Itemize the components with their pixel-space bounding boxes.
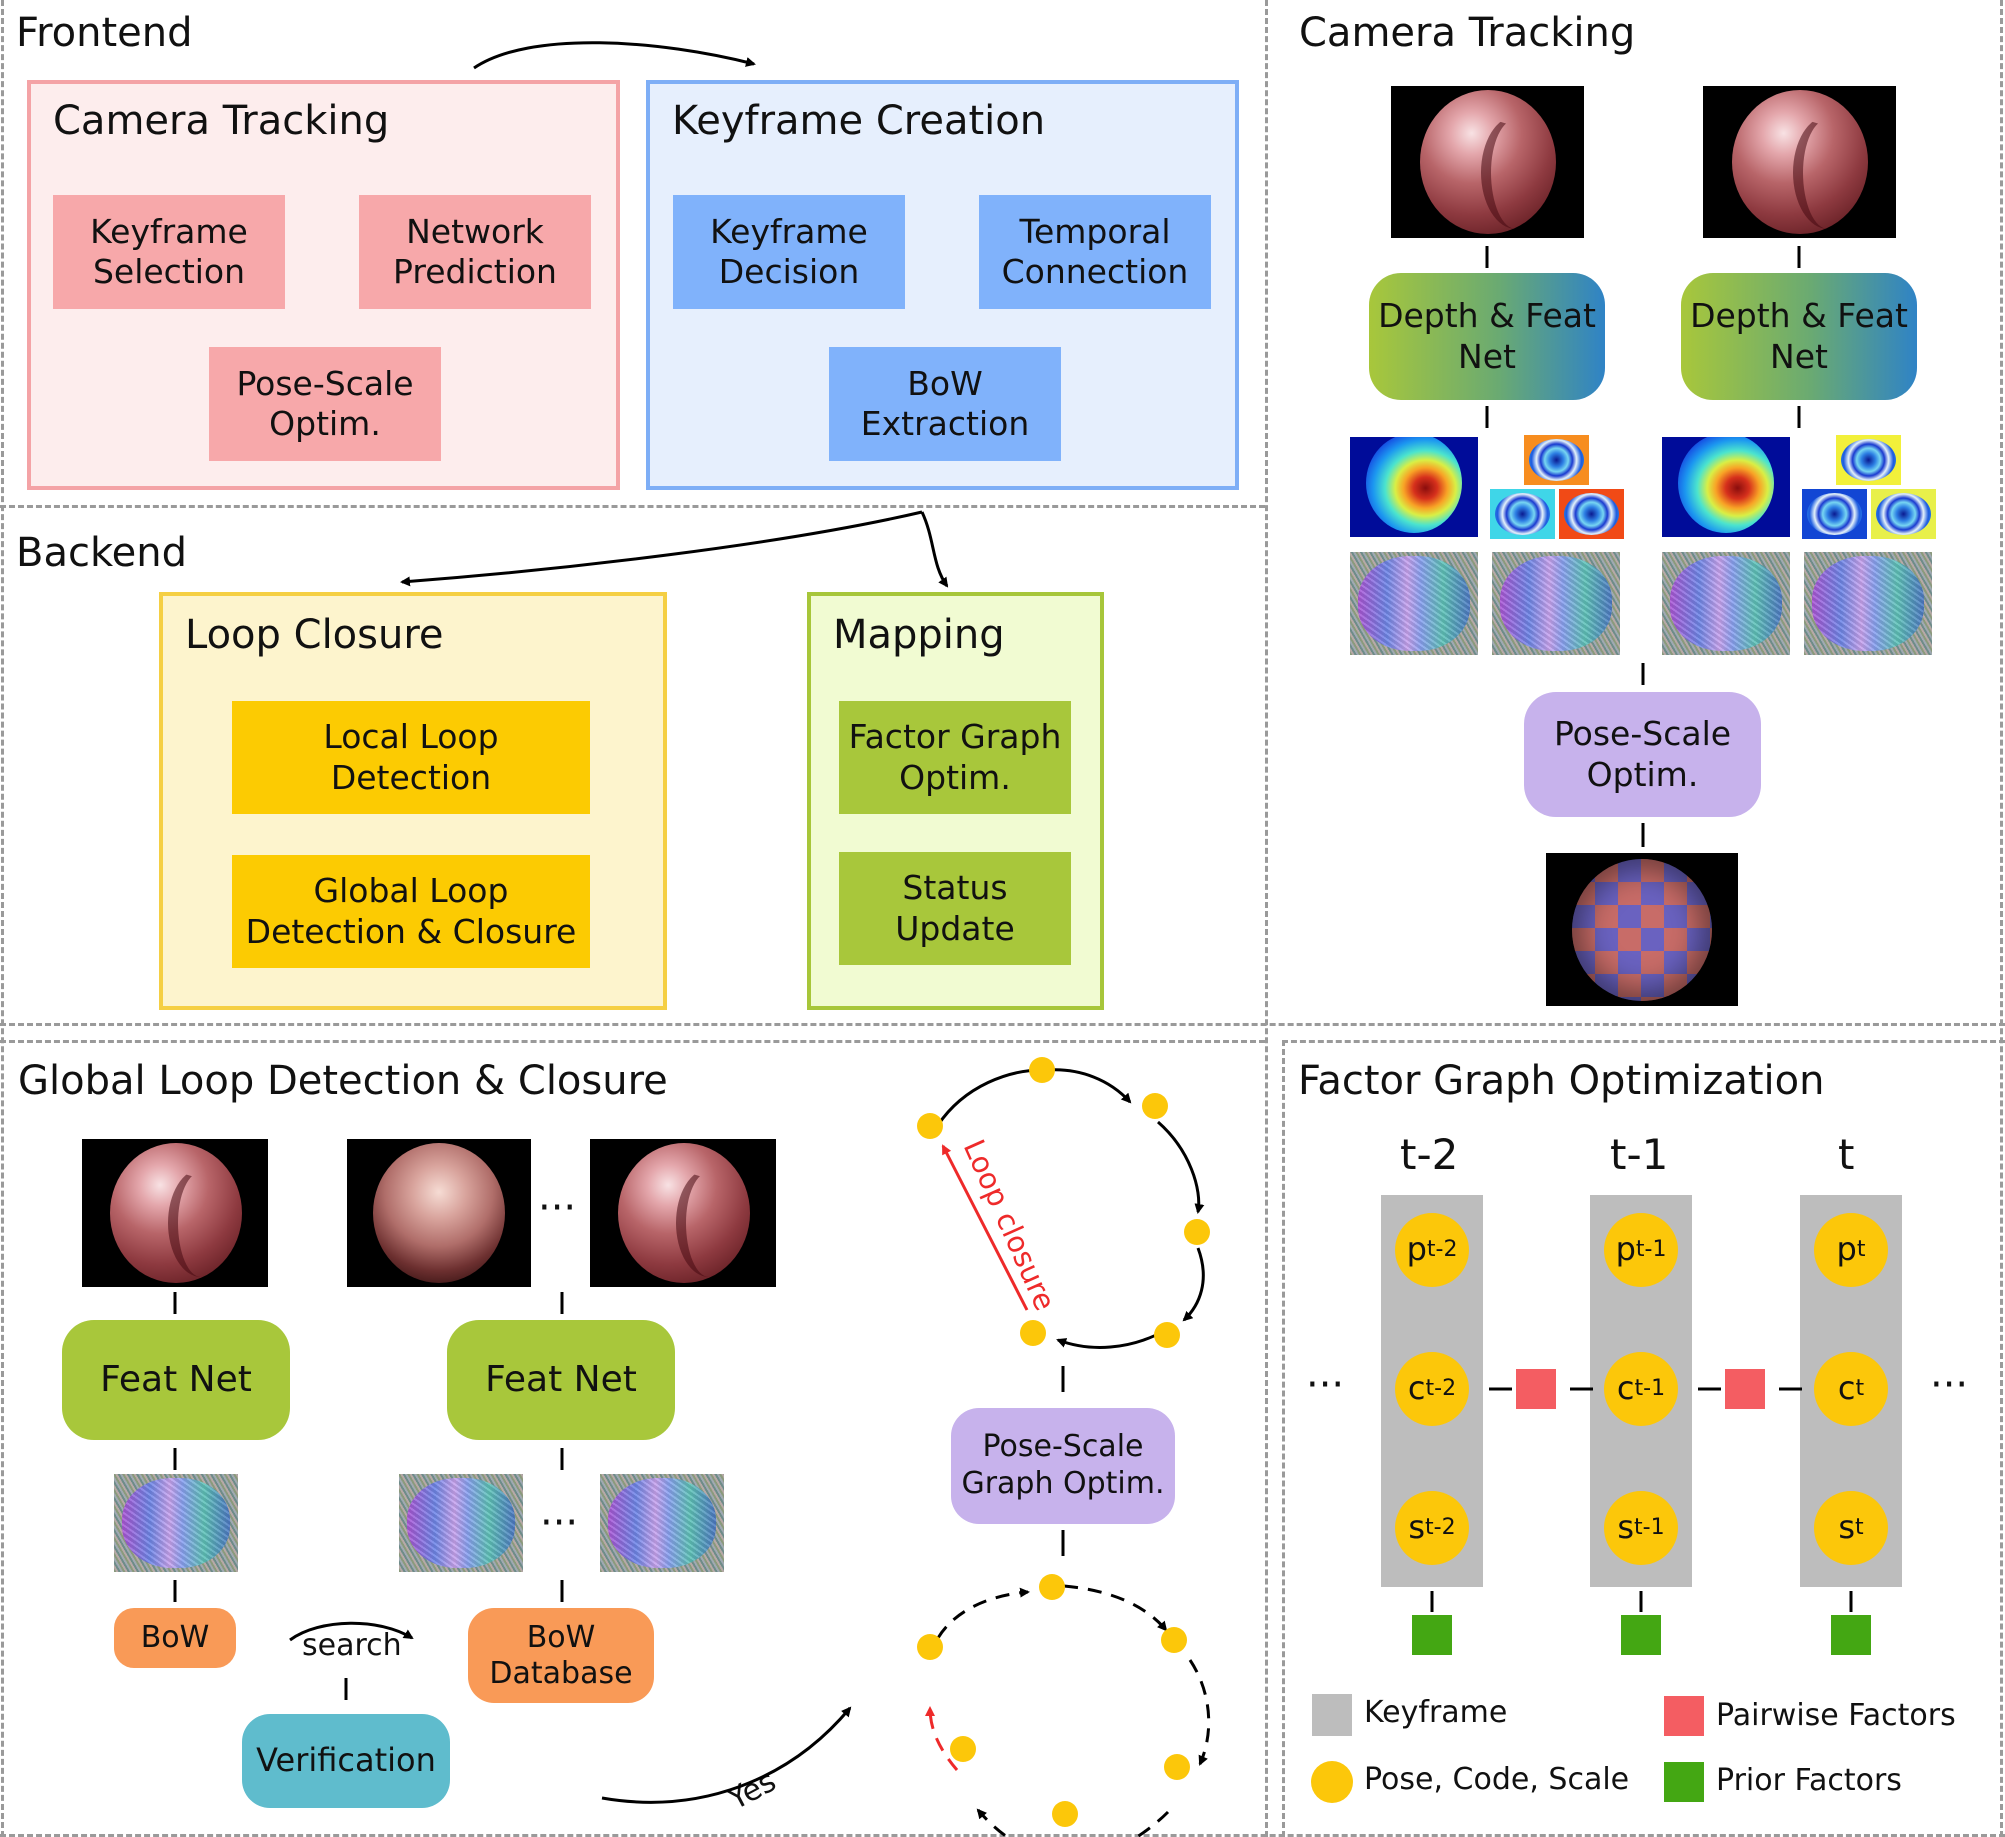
legend-prior-swatch [1664,1762,1704,1802]
divider-vertical [1265,0,1268,1837]
feature-map-small-5 [1802,489,1867,539]
pairwise-factor-2 [1725,1369,1765,1409]
divider-frontend-backend [0,505,1265,508]
feat-net-query: Feat Net [62,1320,290,1440]
checkerboard-result [1546,853,1738,1006]
descriptor-ellipsis: ··· [540,1500,579,1546]
outer-left [1,0,4,1837]
factor-ellipsis-left: ··· [1306,1362,1345,1408]
camera-tracking-connectors [1485,246,1801,847]
search-arrow [289,1621,414,1642]
database-frame-2 [590,1139,776,1287]
query-frame [82,1139,268,1287]
temporal-connection-block: Temporal Connection [979,195,1211,309]
column-label-t-1: t-1 [1610,1130,1669,1179]
global-loop-title: Global Loop Detection & Closure [18,1058,668,1104]
feat-net-database: Feat Net [447,1320,675,1440]
status-update-block: Status Update [839,852,1071,965]
legend-prior-label: Prior Factors [1716,1763,1902,1798]
global-loop-connectors [173,1057,1211,1837]
database-descriptor-map-2 [600,1474,724,1572]
legend-pairwise-swatch [1664,1696,1704,1736]
legend-keyframe-label: Keyframe [1364,1695,1508,1730]
endoscope-frame-right [1703,86,1896,238]
frontend-title: Frontend [16,10,193,56]
bow-database-block: BoW Database [468,1608,654,1703]
keyframe-decision-block: Keyframe Decision [673,195,905,309]
camera-tracking-title: Camera Tracking [53,98,390,144]
legend-node-swatch [1311,1761,1353,1803]
prior-factor-t-2 [1412,1615,1452,1655]
keyframe-creation-title: Keyframe Creation [672,98,1046,144]
keyframe-selection-block: Keyframe Selection [53,195,285,309]
pairwise-factor-1 [1516,1369,1556,1409]
prior-factor-t [1831,1615,1871,1655]
column-label-t-2: t-2 [1400,1130,1459,1179]
divider-top-bottom [0,1023,2005,1026]
legend-pairwise-label: Pairwise Factors [1716,1698,1956,1733]
database-descriptor-map-1 [399,1474,523,1572]
factor-graph-connectors [1430,1387,1853,1612]
factor-graph-title: Factor Graph Optimization [1298,1058,1825,1104]
depth-map-left [1350,437,1478,537]
global-loop-detection-block: Global Loop Detection & Closure [232,855,590,968]
factor-graph-optim-block: Factor Graph Optim. [839,701,1071,814]
verification-block: Verification [242,1714,450,1808]
feature-map-small-1 [1524,435,1589,485]
depth-feat-net-left: Depth & Feat Net [1369,273,1605,400]
bow-block: BoW [114,1608,236,1668]
feature-map-small-4 [1836,435,1901,485]
pose-scale-graph-optim: Pose-Scale Graph Optim. [951,1408,1175,1524]
bow-extraction-block: BoW Extraction [829,347,1061,461]
frames-ellipsis: ··· [538,1185,577,1231]
feature-map-small-3 [1559,489,1624,539]
yes-arrow [601,1706,852,1804]
search-label: search [302,1628,402,1663]
pose-scale-optim-block: Pose-Scale Optim. [209,347,441,461]
divider-bottom-right-top [1282,1040,2005,1043]
outer-right [2000,0,2003,1837]
legend-keyframe-swatch [1312,1694,1352,1736]
descriptor-map-2 [1492,552,1620,655]
database-frame-1 [347,1139,531,1287]
depth-feat-net-right: Depth & Feat Net [1681,273,1917,400]
camera-tracking-detail-title: Camera Tracking [1299,10,1636,56]
frontend-backend-arrows [400,41,949,588]
endoscope-frame-left [1391,86,1584,238]
divider-bottom-left-top [0,1040,1265,1043]
feature-map-small-2 [1490,489,1555,539]
query-descriptor-map [114,1474,238,1572]
feature-map-small-6 [1871,489,1936,539]
legend-node-label: Pose, Code, Scale [1364,1762,1630,1797]
loop-closure-title: Loop Closure [185,612,444,658]
mapping-title: Mapping [833,612,1005,658]
pose-scale-optim-detail: Pose-Scale Optim. [1524,692,1761,817]
backend-title: Backend [16,530,188,576]
column-label-t: t [1838,1130,1855,1179]
arrow-tracking-to-keyframe [473,41,756,70]
descriptor-map-3 [1662,552,1790,655]
descriptor-map-1 [1350,552,1478,655]
local-loop-detection-block: Local Loop Detection [232,701,590,814]
prior-factor-t-1 [1621,1615,1661,1655]
depth-map-right [1662,437,1790,537]
arrow-keyframe-to-loop [400,510,923,587]
outer-bottom [0,1834,2005,1837]
factor-ellipsis-right: ··· [1930,1362,1969,1408]
arrow-keyframe-to-mapping [920,511,949,588]
descriptor-map-4 [1804,552,1932,655]
network-prediction-block: Network Prediction [359,195,591,309]
divider-vertical-bottom [1282,1040,1285,1837]
